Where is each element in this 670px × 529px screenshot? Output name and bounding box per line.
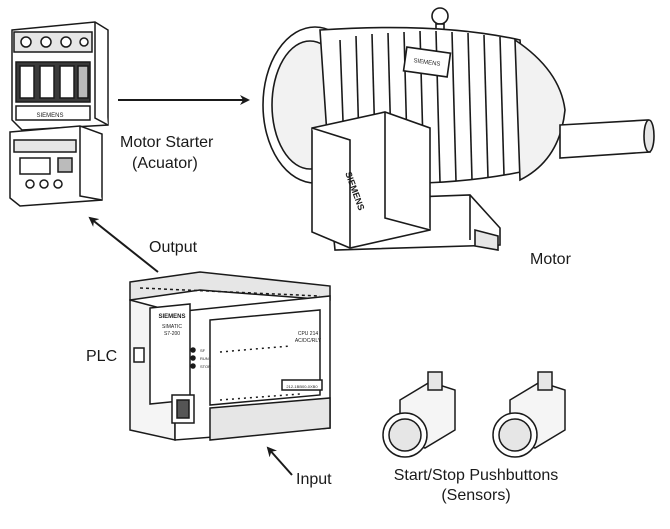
motor-label: Motor bbox=[530, 251, 571, 268]
plc-part-number: 212-1BB00-0XB0 bbox=[286, 384, 318, 389]
arrow-output-icon bbox=[88, 216, 159, 273]
pushbuttons-label-line1: Start/Stop Pushbuttons bbox=[393, 467, 559, 484]
plc-led-stop: STOP bbox=[200, 364, 211, 369]
motor-starter-label-line2: (Acuator) bbox=[132, 155, 198, 172]
motor-icon bbox=[262, 7, 655, 251]
plc-label: PLC bbox=[86, 348, 118, 365]
pushbuttons-label-line2: (Sensors) bbox=[441, 487, 511, 504]
plc-led-sf: SF bbox=[200, 348, 206, 353]
start-pushbutton-icon bbox=[382, 371, 456, 458]
output-label: Output bbox=[149, 239, 198, 256]
plc-led-run: RUN bbox=[200, 356, 209, 361]
plc-icon bbox=[129, 271, 331, 441]
arrow-input-icon bbox=[266, 446, 293, 476]
plc-brand-text: SIEMENS bbox=[158, 314, 185, 320]
input-label: Input bbox=[296, 471, 332, 488]
motor-plate-brand: SIEMENS bbox=[413, 58, 441, 68]
plc-model-line2: S7-200 bbox=[164, 331, 180, 337]
motor-starter-icon bbox=[9, 21, 109, 207]
plc-cpu-line2: AC/DC/RLY bbox=[295, 338, 322, 344]
plc-model-line1: SIMATIC bbox=[162, 324, 182, 330]
stop-pushbutton-icon bbox=[492, 371, 566, 458]
plc-cpu-line1: CPU 214 bbox=[298, 331, 319, 337]
motor-starter-label-line1: Motor Starter bbox=[120, 134, 214, 151]
starter-brand-text: SIEMENS bbox=[36, 113, 63, 119]
